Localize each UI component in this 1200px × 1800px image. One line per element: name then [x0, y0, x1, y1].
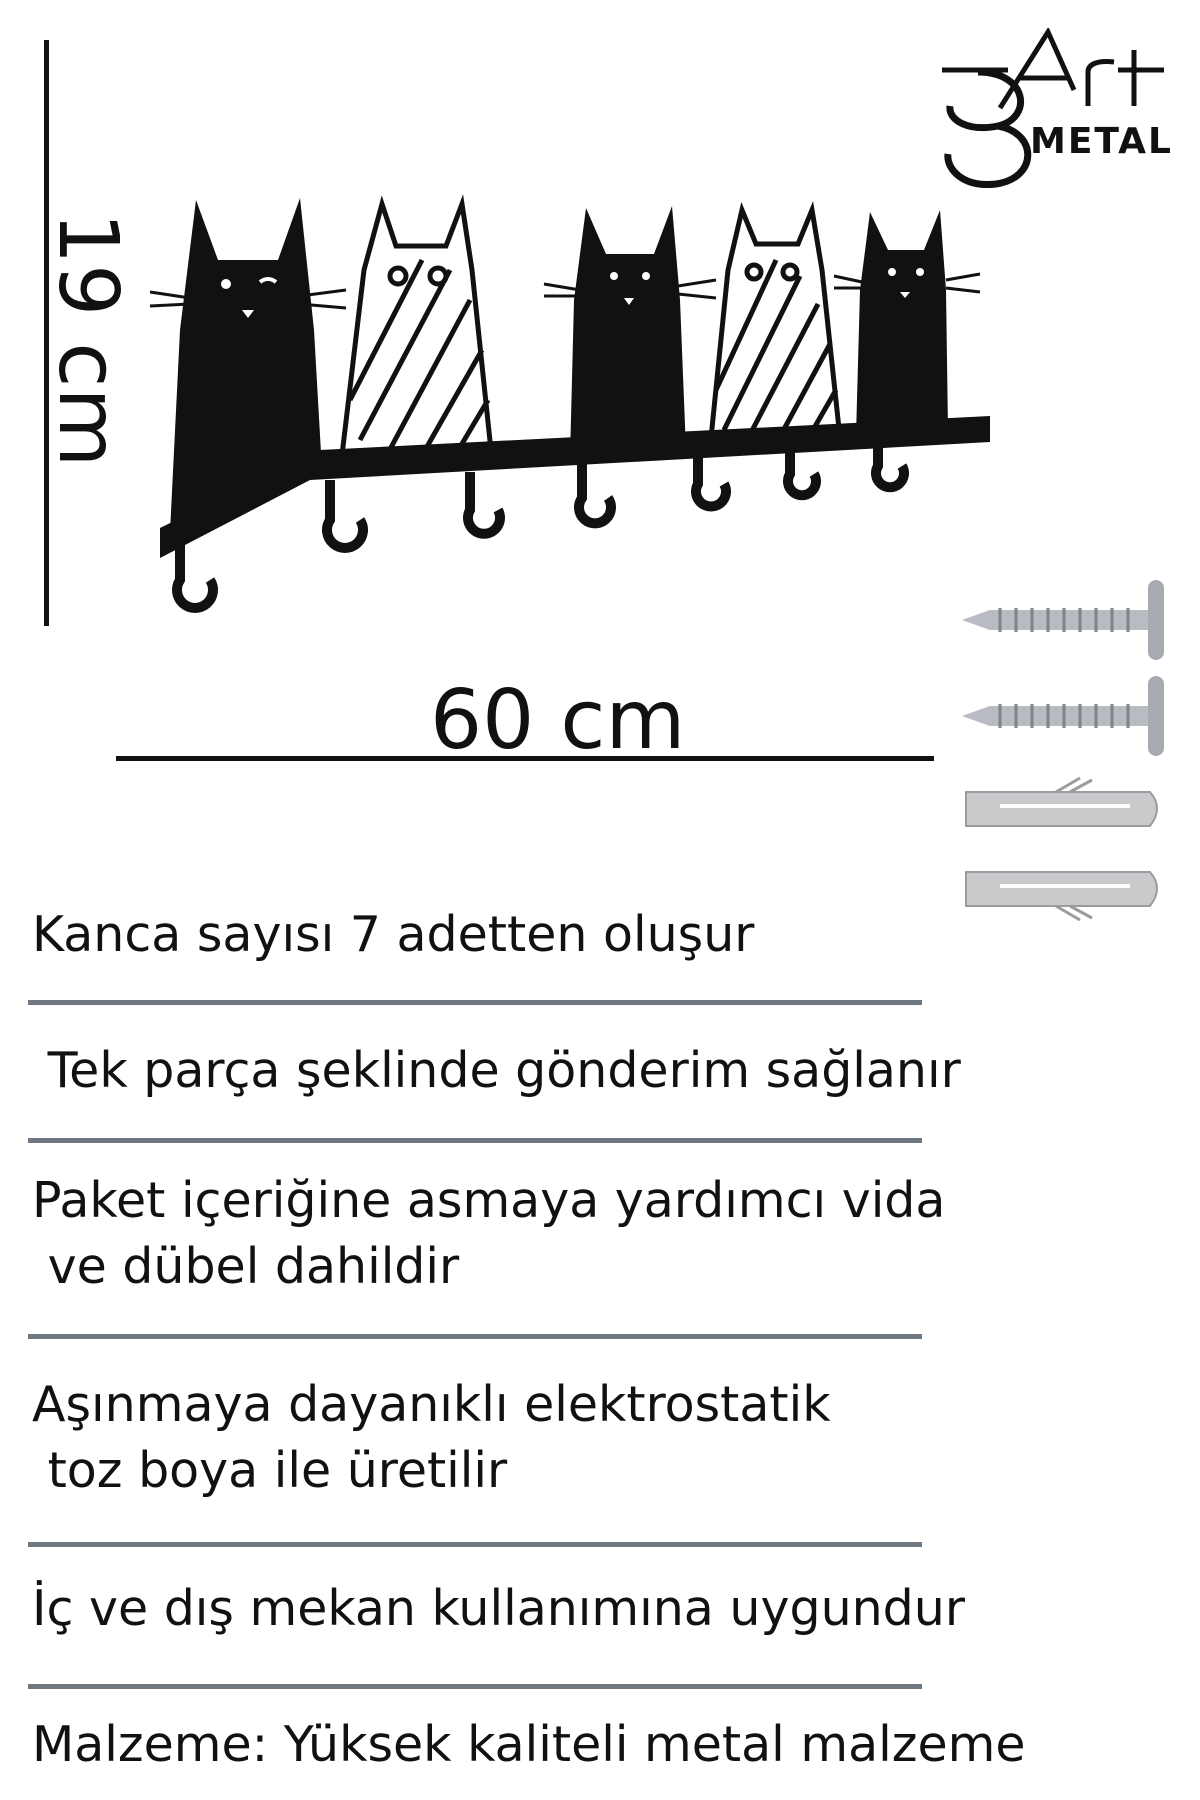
feature-single-piece: Tek parça şeklinde gönderim sağlanır [32, 1042, 961, 1099]
feature-divider [28, 1334, 922, 1339]
feature-material: Malzeme: Yüksek kaliteli metal malzeme [32, 1716, 1026, 1773]
logo-mark-icon [942, 26, 1164, 188]
width-dimension-line [116, 756, 934, 761]
feature-divider [28, 1000, 922, 1005]
feature-divider [28, 1684, 922, 1689]
height-dimension-line [44, 40, 49, 626]
brand-logo: METAL [938, 26, 1171, 188]
screw-icon [962, 676, 1164, 756]
cat-rack-icon [149, 194, 990, 613]
wall-anchor-icon [965, 871, 1158, 922]
mounting-hardware [960, 570, 1170, 930]
screw-icon [962, 580, 1164, 660]
feature-hook-count: Kanca sayısı 7 adetten oluşur [32, 906, 755, 963]
feature-indoor-outdoor: İç ve dış mekan kullanımına uygundur [32, 1580, 965, 1637]
feature-powder-coat: Aşınmaya dayanıklı elektrostatik toz boy… [32, 1376, 831, 1499]
cat-hook-rack-illustration [149, 180, 1000, 620]
height-dimension-label: 19 cm [40, 212, 135, 468]
feature-divider [28, 1542, 922, 1547]
logo-wordmark: METAL [1030, 121, 1173, 162]
wall-anchor-icon [965, 776, 1158, 827]
feature-divider [28, 1138, 922, 1143]
feature-screws-included: Paket içeriğine asmaya yardımcı vida ve … [32, 1172, 946, 1295]
width-dimension-label: 60 cm [430, 673, 686, 768]
